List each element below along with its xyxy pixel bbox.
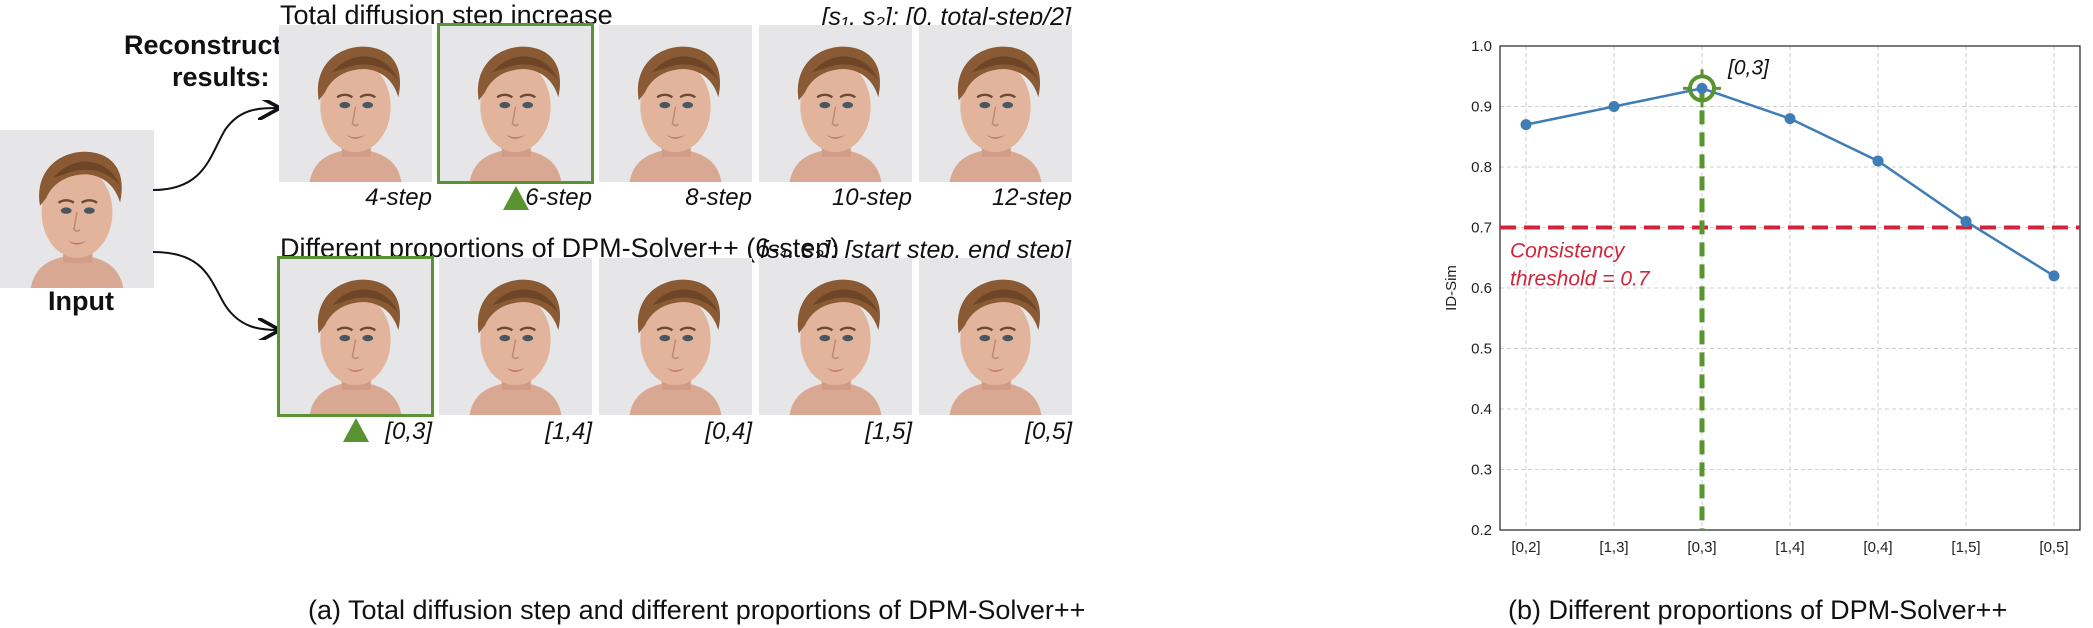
y-tick-label: 0.6 [1471, 280, 1492, 297]
x-tick-label: [0,5] [2039, 539, 2068, 556]
row1-selected-frame [437, 23, 594, 184]
row2-image-2 [439, 258, 592, 415]
data-point [1784, 113, 1796, 125]
row1-selected-marker [503, 186, 529, 210]
y-tick-label: 0.5 [1471, 341, 1492, 358]
x-tick-label: [1,4] [1775, 539, 1804, 556]
y-tick-label: 0.3 [1471, 462, 1492, 479]
x-tick-label: [1,5] [1951, 539, 1980, 556]
reconstruction-label-line2: results: [172, 62, 270, 92]
row2-label-5: [0,5] [1025, 418, 1072, 445]
row2-selected-frame [277, 256, 434, 417]
x-tick-label: [0,4] [1863, 539, 1892, 556]
y-tick-label: 0.4 [1471, 401, 1492, 418]
input-label: Input [48, 286, 114, 316]
y-tick-label: 0.9 [1471, 99, 1492, 116]
x-tick-label: [1,3] [1599, 539, 1628, 556]
row1-label-2: 6-step [525, 184, 592, 211]
data-point [1696, 82, 1708, 94]
x-tick-label: [0,3] [1687, 539, 1716, 556]
row2-label-3: [0,4] [705, 418, 752, 445]
row1-image-3 [599, 25, 752, 182]
flow-arrows [152, 100, 285, 340]
y-tick-label: 0.2 [1471, 522, 1492, 539]
row1-label-5: 12-step [991, 184, 1072, 211]
row1-label-4: 10-step [831, 184, 912, 211]
row1-label-3: 8-step [685, 184, 752, 211]
row2-label-2: [1,4] [545, 418, 592, 445]
id-sim-chart: 0.2 0.3 0.4 0.5 0.6 0.7 0.8 0.9 1.0 [0,2] [1,3] [0,… [1443, 38, 2081, 556]
caption-b: (b) Different proportions of DPM-Solver+… [1508, 595, 2008, 625]
plot-frame [1499, 45, 2081, 531]
row2-label-1: [0,3] [385, 418, 432, 445]
row1-image-5 [919, 25, 1072, 182]
row2-image-5 [919, 258, 1072, 415]
row1-label-1: 4-step [365, 184, 432, 211]
threshold-label: Consistency [1510, 240, 1626, 263]
data-point [1608, 101, 1620, 112]
row2-image-4 [759, 258, 912, 415]
data-point [1872, 155, 1884, 167]
y-axis-label: ID-Sim [1443, 265, 1460, 311]
x-tick-label: [0,2] [1511, 539, 1540, 556]
threshold-label-line2: threshold = 0.7 [1510, 268, 1651, 291]
row1-image-1 [279, 25, 432, 182]
row2-selected-marker [343, 418, 369, 442]
row2-image-3 [599, 258, 752, 415]
row1-image-4 [759, 25, 912, 182]
caption-a: (a) Total diffusion step and different p… [308, 595, 1086, 625]
data-point [1960, 215, 1972, 227]
data-point [2048, 270, 2060, 282]
row2-label-4: [1,5] [865, 418, 912, 445]
highlight-label: [0,3] [1727, 56, 1770, 79]
y-tick-label: 0.8 [1471, 159, 1492, 176]
y-tick-label: 0.7 [1471, 220, 1492, 237]
input-image [0, 130, 154, 288]
data-point [1520, 119, 1532, 131]
y-tick-label: 1.0 [1471, 38, 1492, 55]
